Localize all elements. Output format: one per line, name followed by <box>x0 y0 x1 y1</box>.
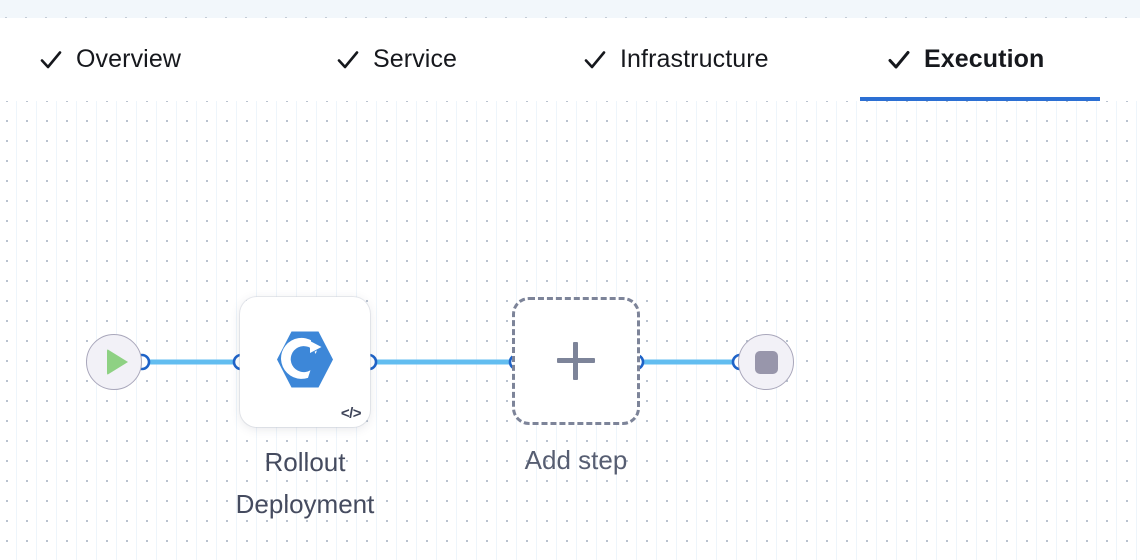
tab-service-label: Service <box>373 45 458 73</box>
stage-tab-bar: Overview Service Infrastructure Executio… <box>0 18 1140 102</box>
tab-infrastructure[interactable]: Infrastructure <box>580 18 773 101</box>
check-icon <box>584 48 606 72</box>
tab-execution[interactable]: Execution <box>860 18 1100 101</box>
add-step-node[interactable] <box>512 297 640 425</box>
tab-execution-label: Execution <box>924 45 1045 73</box>
tab-active-underline <box>860 97 1100 101</box>
tab-infrastructure-label: Infrastructure <box>620 45 769 73</box>
play-icon <box>106 349 128 375</box>
pipeline-step-rollout-label: Rollout Deployment <box>235 447 375 519</box>
check-icon <box>337 48 359 72</box>
pipeline-canvas[interactable]: </> Rollout Deployment Add step <box>0 101 1140 560</box>
pipeline-end-node[interactable] <box>738 334 794 390</box>
check-icon <box>888 48 910 72</box>
stop-icon <box>754 350 778 374</box>
add-step-label: Add step <box>524 445 628 475</box>
top-dotted-strip <box>0 0 1140 18</box>
tab-overview[interactable]: Overview <box>36 18 185 101</box>
argo-rollout-icon <box>275 331 335 394</box>
check-icon <box>40 48 62 72</box>
code-badge-icon: </> <box>340 405 362 422</box>
plus-icon <box>557 342 595 380</box>
pipeline-step-rollout-deployment[interactable]: </> <box>240 297 370 427</box>
pipeline-start-node[interactable] <box>86 334 142 390</box>
tab-service[interactable]: Service <box>333 18 461 101</box>
tab-overview-label: Overview <box>76 45 181 73</box>
